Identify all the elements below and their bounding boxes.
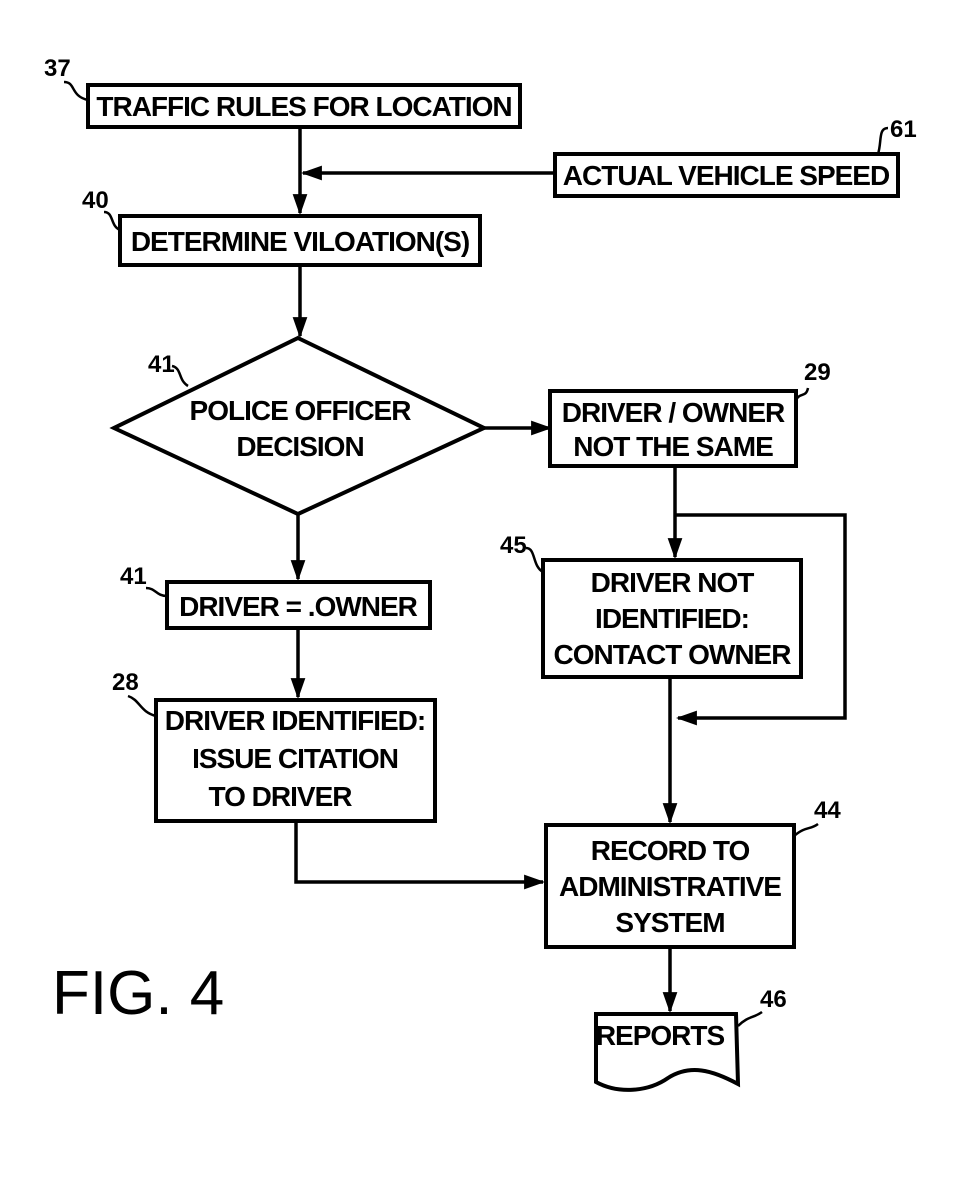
- node-reports: REPORTS: [594, 1012, 741, 1092]
- ref-label-46: 46: [760, 986, 787, 1013]
- node-driver-equals-owner-box: [165, 580, 432, 630]
- node-traffic-rules-box: [86, 83, 522, 129]
- ref-label-44: 44: [814, 797, 841, 824]
- ref-label-28: 28: [112, 669, 139, 696]
- node-driver-not-identified-label-line1: DRIVER NOT: [591, 567, 755, 598]
- node-reports-document-shape: [594, 1012, 741, 1092]
- ref-leader-29: [794, 387, 810, 401]
- ref-label-41-decision: 41: [148, 351, 175, 378]
- node-driver-not-identified-box: [541, 558, 803, 679]
- node-driver-equals-owner: DRIVER = .OWNER: [165, 580, 432, 630]
- node-driver-identified-label-line2: ISSUE CITATION: [192, 743, 398, 774]
- node-driver-identified-label-line3: TO DRIVER: [209, 781, 353, 812]
- node-officer-decision-diamond: [109, 335, 489, 517]
- connector-bypass-loop: [675, 513, 847, 726]
- node-record-admin-label-line2: ADMINISTRATIVE: [559, 871, 781, 902]
- node-driver-owner-differ: DRIVER / OWNER NOT THE SAME: [548, 389, 798, 468]
- ref-label-29: 29: [804, 359, 831, 386]
- ref-label-40: 40: [82, 187, 109, 214]
- node-driver-not-identified-label-line3: CONTACT OWNER: [554, 639, 792, 670]
- node-driver-not-identified-label-line2: IDENTIFIED:: [595, 603, 749, 634]
- node-officer-decision-label-line1: POLICE OFFICER: [190, 395, 412, 426]
- figure-label: FIG. 4: [52, 959, 224, 1028]
- node-driver-owner-differ-label-line2: NOT THE SAME: [573, 431, 773, 462]
- ref-leader-40: [103, 210, 121, 232]
- ref-leader-41-decision: [171, 364, 189, 388]
- ref-label-41-equals: 41: [120, 563, 147, 590]
- ref-leader-44: [793, 822, 819, 837]
- ref-leader-41-equals: [145, 586, 168, 598]
- node-record-admin-box: [544, 823, 796, 949]
- ref-label-37: 37: [44, 55, 71, 82]
- node-driver-identified-box: [154, 698, 437, 823]
- ref-leader-46: [737, 1010, 763, 1027]
- ref-label-61: 61: [890, 116, 917, 143]
- ref-leader-37: [63, 80, 89, 102]
- node-driver-owner-differ-label-line1: DRIVER / OWNER: [562, 397, 785, 428]
- connector-identified-to-record: [294, 821, 546, 890]
- ref-leader-28: [127, 694, 157, 718]
- node-driver-identified-label-line1: DRIVER IDENTIFIED:: [165, 705, 425, 736]
- node-determine-violations-label: DETERMINE VILOATION(S): [131, 226, 469, 257]
- node-officer-decision-label-line2: DECISION: [236, 431, 363, 462]
- node-driver-equals-owner-label: DRIVER = .OWNER: [179, 591, 418, 622]
- node-record-admin-label-line1: RECORD TO: [591, 835, 750, 866]
- node-traffic-rules: TRAFFIC RULES FOR LOCATION: [86, 83, 522, 129]
- node-vehicle-speed: ACTUAL VEHICLE SPEED: [553, 152, 900, 198]
- node-vehicle-speed-label: ACTUAL VEHICLE SPEED: [563, 160, 890, 191]
- node-traffic-rules-label: TRAFFIC RULES FOR LOCATION: [96, 91, 511, 122]
- node-vehicle-speed-box: [553, 152, 900, 198]
- ref-label-45: 45: [500, 532, 527, 559]
- ref-leader-45: [525, 546, 544, 574]
- node-determine-violations-box: [118, 214, 482, 267]
- node-reports-label: REPORTS: [596, 1020, 725, 1051]
- node-record-admin-label-line3: SYSTEM: [615, 907, 724, 938]
- node-driver-identified: DRIVER IDENTIFIED: ISSUE CITATION TO DRI…: [154, 698, 437, 823]
- node-record-admin: RECORD TO ADMINISTRATIVE SYSTEM: [544, 823, 796, 949]
- ref-leader-61: [876, 126, 889, 155]
- node-driver-not-identified: DRIVER NOT IDENTIFIED: CONTACT OWNER: [541, 558, 803, 679]
- node-officer-decision: POLICE OFFICER DECISION: [109, 335, 489, 517]
- node-determine-violations: DETERMINE VILOATION(S): [118, 214, 482, 267]
- node-driver-owner-differ-box: [548, 389, 798, 468]
